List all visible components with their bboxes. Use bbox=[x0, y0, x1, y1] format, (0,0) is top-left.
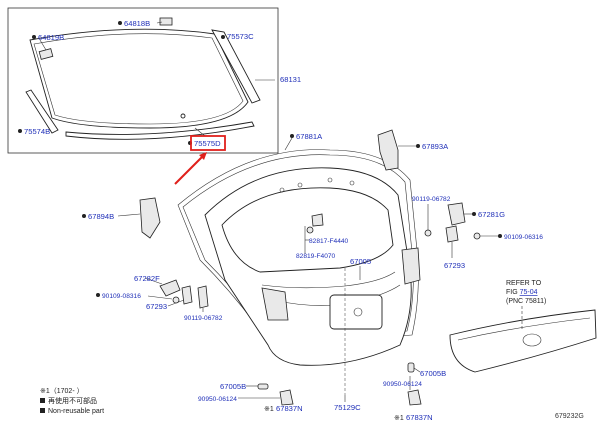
connector-82817 bbox=[311, 213, 324, 227]
svg-text:90109-06316: 90109-06316 bbox=[504, 234, 543, 241]
svg-text:75574B: 75574B bbox=[24, 127, 50, 136]
svg-text:68131: 68131 bbox=[280, 75, 301, 84]
red-pointer-arrow bbox=[174, 152, 207, 185]
part-67837n-right bbox=[407, 389, 422, 406]
callout-67293-left[interactable]: 67293 bbox=[146, 299, 185, 311]
callout-90950-06124-right[interactable]: 90950-06124 bbox=[383, 376, 422, 390]
callout-64819b[interactable]: 64819B bbox=[32, 33, 64, 51]
hinge-67894b bbox=[139, 197, 161, 239]
svg-text:67281G: 67281G bbox=[478, 210, 505, 219]
callout-67005b-left[interactable]: 67005B bbox=[220, 382, 258, 391]
stopper-67005b-left bbox=[257, 383, 269, 390]
highlight-box bbox=[190, 135, 226, 151]
svg-text:※1（1702- ）: ※1（1702- ） bbox=[40, 387, 84, 395]
callout-67005[interactable]: 67005 bbox=[350, 257, 371, 280]
callout-75573c[interactable]: 75573C bbox=[221, 32, 254, 41]
svg-text:再使用不可部品: 再使用不可部品 bbox=[48, 396, 97, 405]
part-67293-left bbox=[181, 285, 193, 305]
license-plate-recess bbox=[329, 294, 383, 330]
svg-text:64819B: 64819B bbox=[38, 33, 64, 42]
svg-text:90119-06782: 90119-06782 bbox=[184, 315, 223, 322]
callout-68131[interactable]: 68131 bbox=[255, 75, 301, 84]
svg-text:Non-reusable part: Non-reusable part bbox=[48, 408, 104, 415]
part-67282f bbox=[159, 279, 181, 297]
svg-text:67005B: 67005B bbox=[220, 382, 246, 391]
connector-82819 bbox=[306, 226, 314, 234]
svg-text:※1: ※1 bbox=[264, 406, 274, 413]
callout-82817-f4440[interactable]: 82817-F4440 bbox=[304, 226, 349, 254]
molding-75573c bbox=[211, 29, 261, 104]
callout-75575d-highlight[interactable]: 75575D bbox=[188, 127, 226, 151]
svg-text:※1: ※1 bbox=[394, 415, 404, 422]
svg-text:90109-08316: 90109-08316 bbox=[102, 293, 141, 300]
svg-text:(PNC 75811): (PNC 75811) bbox=[506, 298, 546, 305]
bolt-90119-bot bbox=[197, 285, 209, 309]
molding-75574b bbox=[25, 89, 59, 134]
callout-82819-f4070[interactable]: 82819-F4070 bbox=[296, 253, 336, 260]
callout-67293-right[interactable]: 67293 bbox=[444, 242, 465, 270]
svg-text:67293: 67293 bbox=[146, 302, 167, 311]
svg-text:67881A: 67881A bbox=[296, 132, 323, 141]
bolt-90119-top bbox=[424, 229, 432, 237]
bolt-90109-06316 bbox=[473, 232, 481, 240]
svg-text:82817-F4440: 82817-F4440 bbox=[309, 238, 349, 245]
clip-64818b bbox=[159, 17, 173, 26]
svg-text:67282F: 67282F bbox=[134, 274, 160, 283]
svg-text:75575D: 75575D bbox=[194, 139, 221, 148]
molding-75575d bbox=[65, 121, 255, 140]
callout-67881a[interactable]: 67881A bbox=[284, 132, 323, 151]
back-door-panel bbox=[177, 149, 421, 395]
svg-text:REFER TO: REFER TO bbox=[506, 280, 542, 287]
svg-text:67005: 67005 bbox=[350, 257, 371, 266]
part-67837n-left bbox=[279, 389, 294, 406]
refer-to-note[interactable]: REFER TO FIG 75-04 (PNC 75811) bbox=[506, 280, 546, 305]
callout-75574b[interactable]: 75574B bbox=[18, 127, 50, 136]
callout-90950-06124-left[interactable]: 90950-06124 bbox=[198, 396, 280, 403]
callout-90119-06782-top[interactable]: 90119-06782 bbox=[412, 196, 451, 230]
stopper-67005b-right bbox=[407, 362, 415, 373]
part-67293-right bbox=[445, 225, 459, 243]
callout-90109-06316[interactable]: 90109-06316 bbox=[480, 234, 543, 241]
callout-67005b-right[interactable]: 67005B bbox=[413, 367, 446, 378]
svg-text:67005B: 67005B bbox=[420, 369, 446, 378]
callout-67893a[interactable]: 67893A bbox=[398, 142, 449, 151]
svg-text:90950-06124: 90950-06124 bbox=[198, 396, 237, 403]
svg-text:FIG 75-04: FIG 75-04 bbox=[506, 289, 538, 296]
svg-text:82819-F4070: 82819-F4070 bbox=[296, 253, 336, 260]
svg-text:67837N: 67837N bbox=[276, 404, 303, 413]
diagram-code: 679232G bbox=[555, 413, 584, 420]
clip-64819b bbox=[38, 48, 54, 60]
refer-fig-link: 75-04 bbox=[520, 289, 538, 296]
callout-67281g[interactable]: 67281G bbox=[464, 210, 505, 219]
callout-67894b[interactable]: 67894B bbox=[82, 212, 141, 221]
hinge-67893a bbox=[377, 129, 399, 171]
part-67281g bbox=[447, 202, 466, 226]
svg-text:90119-06782: 90119-06782 bbox=[412, 196, 451, 203]
back-window-glass bbox=[29, 28, 249, 129]
callout-90119-06782-bot[interactable]: 90119-06782 bbox=[184, 308, 223, 322]
svg-text:67293: 67293 bbox=[444, 261, 465, 270]
svg-text:90950-06124: 90950-06124 bbox=[383, 381, 422, 388]
glass-dot bbox=[180, 113, 186, 119]
glass-inner-edge bbox=[33, 33, 244, 125]
callout-90109-08316[interactable]: 90109-08316 bbox=[96, 293, 173, 300]
callout-67837n-left[interactable]: ※1 67837N bbox=[264, 404, 303, 413]
callout-67837n-right[interactable]: ※1 67837N bbox=[394, 413, 433, 422]
svg-text:75129C: 75129C bbox=[334, 403, 361, 412]
callout-67282f[interactable]: 67282F bbox=[134, 274, 163, 285]
inset-frame bbox=[7, 7, 279, 154]
svg-text:75573C: 75573C bbox=[227, 32, 254, 41]
legend-notes: ※1（1702- ） 再使用不可部品 Non-reusable part bbox=[40, 387, 104, 415]
svg-text:67837N: 67837N bbox=[406, 413, 433, 422]
callout-64818b[interactable]: 64818B bbox=[118, 19, 163, 28]
svg-text:64818B: 64818B bbox=[124, 19, 150, 28]
svg-text:67894B: 67894B bbox=[88, 212, 114, 221]
svg-text:67893A: 67893A bbox=[422, 142, 449, 151]
callout-75129c[interactable]: 75129C bbox=[334, 395, 361, 412]
